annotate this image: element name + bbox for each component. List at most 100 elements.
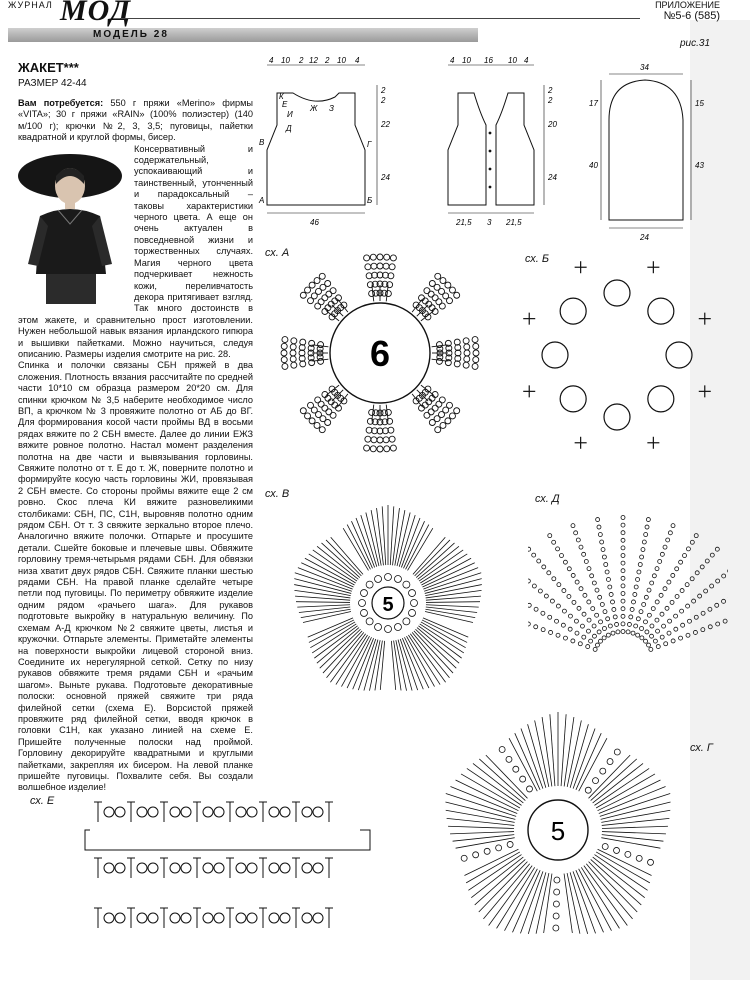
chain-stitch — [687, 618, 692, 624]
chain-stitch — [556, 582, 562, 588]
chain-stitch — [317, 341, 325, 349]
chain-stitch — [360, 589, 368, 597]
chain-stitch — [435, 298, 443, 306]
chain-stitch — [280, 342, 288, 350]
chain-stitch — [528, 602, 532, 608]
chain-stitch — [384, 625, 392, 633]
chain-stitch — [643, 638, 648, 644]
chain-stitch — [598, 638, 603, 644]
chain-stitch — [169, 806, 181, 818]
back-letter-v: В — [259, 138, 265, 147]
chain-stitch — [611, 607, 617, 612]
body-text: Спинка и полочки связаны СБН пряжей в дв… — [18, 360, 253, 793]
chain-stitch — [547, 533, 553, 539]
chain-stitch — [659, 551, 665, 557]
chain-stitch — [368, 408, 376, 416]
chain-stitch — [595, 642, 600, 648]
chain-stitch — [662, 544, 668, 550]
sleeve-bottom-dim: 24 — [639, 233, 649, 242]
chain-stitch — [421, 401, 429, 409]
chain-stitch — [644, 629, 650, 635]
chain-stitch — [682, 553, 687, 558]
chain-stitch — [650, 606, 656, 611]
scheme-g-label: сх. Г — [690, 742, 713, 754]
chain-stitch — [639, 554, 645, 560]
chain-stitch — [431, 308, 439, 315]
chain-stitch — [453, 407, 461, 415]
dc-stitch — [424, 572, 482, 592]
dc-stitch — [411, 632, 450, 679]
dc-stitch — [590, 758, 637, 801]
chain-stitch — [383, 253, 391, 261]
chain-stitch — [678, 635, 683, 641]
chain-stitch — [213, 806, 225, 818]
dc-stitch — [346, 637, 372, 689]
dc-stitch — [425, 589, 482, 599]
chain-stitch — [308, 359, 316, 367]
sleeve-left-dim-0: 17 — [589, 99, 598, 108]
chain-stitch — [472, 851, 480, 859]
dc-stitch — [563, 717, 575, 787]
chain-stitch — [570, 573, 576, 578]
chain-stitch — [394, 575, 402, 583]
chain-stitch — [246, 862, 258, 874]
page-edge-strip — [690, 20, 750, 980]
chain-stitch — [312, 912, 324, 924]
dc-stitch — [390, 640, 397, 690]
scheme-v-center-number: 5 — [382, 594, 393, 616]
chain-stitch — [678, 559, 684, 565]
issue-number: №5-6 (585) — [663, 10, 720, 22]
chain-stitch — [586, 617, 592, 623]
chain-stitch — [428, 419, 436, 426]
chain-stitch — [331, 297, 339, 305]
chain-stitch — [428, 304, 436, 312]
dc-stitch — [342, 528, 369, 571]
chain-stitch — [647, 858, 654, 866]
chain-stitch — [301, 806, 313, 818]
chain-stitch — [602, 626, 607, 631]
chain-stitch — [624, 850, 632, 858]
issue-block: ПРИЛОЖЕНИЕ №5-6 (585) — [655, 0, 720, 22]
scheme-a-ring — [329, 302, 431, 404]
back-letter-zh: Ж — [309, 104, 318, 113]
dc-stitch — [601, 809, 671, 823]
dc-stitch — [527, 872, 547, 934]
chain-stitch — [610, 630, 616, 636]
chain-stitch — [655, 644, 661, 649]
chain-stitch — [454, 344, 462, 351]
chain-stitch — [446, 401, 453, 409]
chain-stitch — [371, 418, 379, 426]
chain-stitch — [570, 638, 576, 644]
chain-stitch — [578, 586, 584, 592]
chain-stitch — [665, 537, 671, 543]
dc-stitch — [601, 825, 668, 829]
dc-stitch — [425, 601, 480, 603]
chain-stitch — [442, 292, 450, 300]
dc-stitch — [369, 640, 381, 691]
dc-stitch — [331, 389, 344, 402]
chain-stitch — [659, 634, 665, 640]
dc-stitch — [376, 508, 384, 566]
chain-stitch — [540, 627, 546, 633]
dc-stitch — [466, 768, 522, 806]
chain-stitch — [433, 283, 441, 291]
chain-stitch — [376, 262, 384, 270]
chain-stitch — [114, 806, 126, 818]
chain-stitch — [318, 272, 326, 280]
chain-stitch — [613, 748, 621, 756]
chain-stitch — [246, 912, 258, 924]
dc-stitch — [330, 536, 364, 575]
chain-stitch — [583, 559, 589, 564]
chain-stitch — [449, 286, 456, 294]
dc-stitch — [393, 640, 402, 691]
chain-stitch — [454, 349, 462, 357]
chain-stitch — [463, 343, 471, 351]
dc-stitch — [474, 859, 526, 906]
dc-stitch — [371, 285, 375, 302]
chain-stitch — [505, 755, 513, 763]
ring-stitch — [647, 385, 675, 413]
chain-stitch — [364, 263, 372, 271]
sleeve-dim-lines — [600, 73, 692, 229]
chain-stitch — [620, 530, 626, 536]
chain-stitch — [541, 564, 547, 570]
